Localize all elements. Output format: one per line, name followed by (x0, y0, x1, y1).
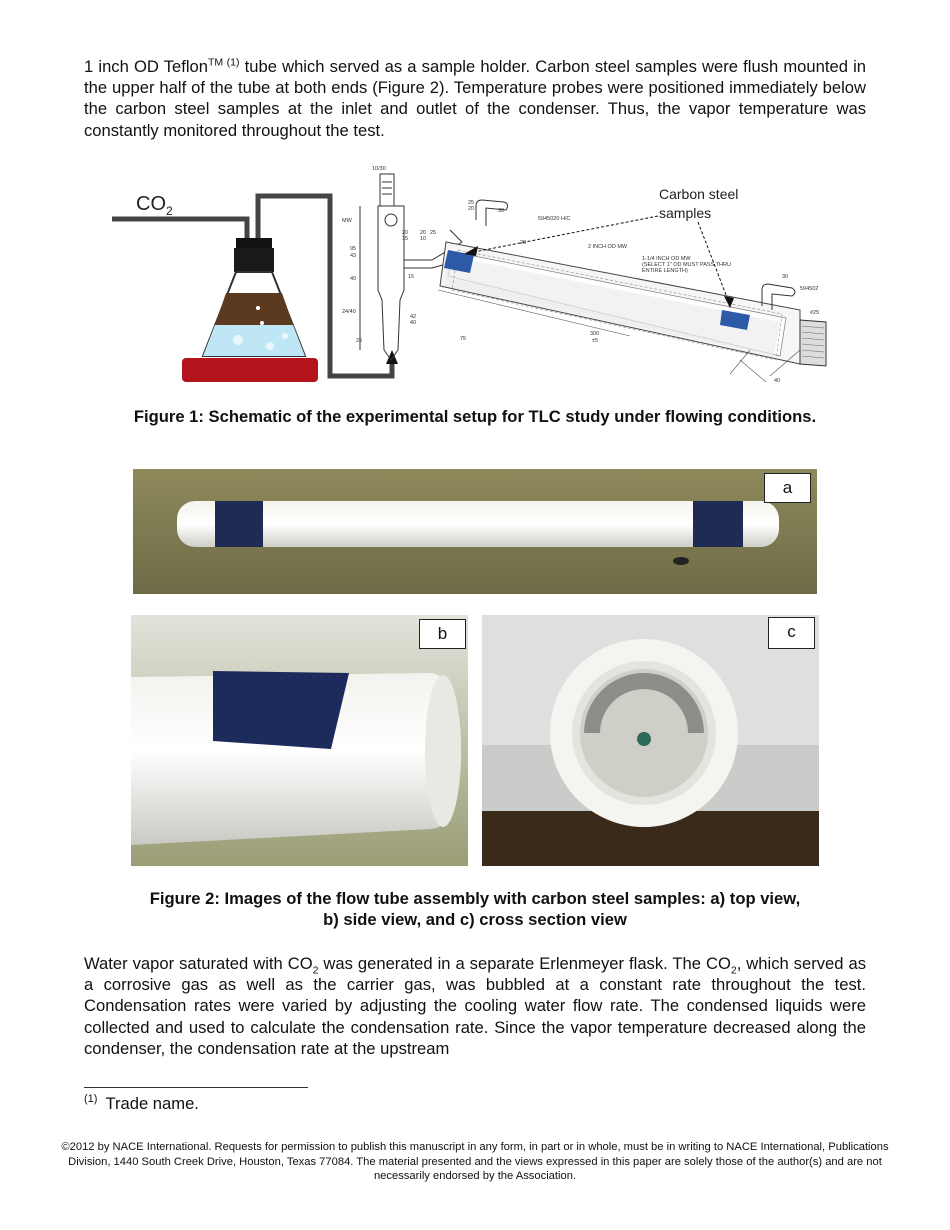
label-20b: 20 (420, 230, 426, 236)
label-od2: 2 INCH OD MW (588, 244, 628, 250)
carbon-steel-annotation: Carbon steel samples (464, 186, 738, 308)
footnote: (1) Trade name. (84, 1094, 199, 1114)
label-20a: 20 (402, 230, 408, 236)
label-40c: 40 (774, 378, 780, 384)
photo-label-c: c (768, 617, 815, 649)
label-25c: #25 (810, 310, 819, 316)
label-15: 15 (408, 274, 414, 280)
label-joint-top: 10/30 (372, 166, 386, 172)
condenser-drawing (431, 199, 827, 383)
intro-text-start: 1 inch OD Teflon (84, 57, 209, 76)
body-text-1: Water vapor saturated with CO (84, 954, 313, 973)
label-od114-line3: ENTIRE LENGTH) (642, 268, 688, 274)
trademark-superscript: TM (1) (208, 56, 240, 69)
label-joint-side: 24/40 (342, 309, 356, 315)
figure2-caption-line2: b) side view, and c) cross section view (323, 910, 627, 929)
body-text-3: , which served as a corrosive gas as wel… (84, 954, 866, 1058)
label-25b: 25 (468, 200, 474, 206)
sample-strip-inlet (444, 250, 474, 273)
copyright-notice: ©2012 by NACE International. Requests fo… (61, 1141, 889, 1183)
label-od114-line2: (SELECT 1" OD MUST PASS THRU (642, 262, 731, 268)
footnote-text: Trade name. (105, 1094, 199, 1113)
figure2-caption: Figure 2: Images of the flow tube assemb… (60, 888, 890, 930)
co2-label: CO2 (136, 193, 173, 218)
label-od114-line1: 1-1/4 INCH OD MW (642, 256, 691, 262)
subscript-2b: 2 (730, 964, 737, 977)
label-40: 40 (350, 276, 356, 282)
figure2-caption-line1: Figure 2: Images of the flow tube assemb… (149, 889, 801, 908)
photo-side-view: b (131, 615, 468, 866)
footnote-marker: (1) (84, 1093, 98, 1106)
label-part-no2: 594502 (800, 286, 818, 292)
photo-label-b: b (419, 619, 466, 649)
photo-label-a: a (764, 473, 811, 503)
label-42: 42 (410, 314, 416, 320)
erlenmeyer-flask-icon (201, 238, 307, 357)
figure1-caption: Figure 1: Schematic of the experimental … (133, 407, 817, 426)
label-25d: 25 (430, 230, 436, 236)
label-25: 25 (356, 338, 362, 344)
label-10: 10 (420, 236, 426, 242)
label-30: 30 (498, 208, 504, 214)
label-43: 43 (350, 253, 356, 259)
intro-paragraph: 1 inch OD TeflonTM (1) tube which served… (84, 56, 866, 141)
label-20c: 20 (468, 206, 474, 212)
footnote-divider (84, 1087, 308, 1088)
label-5: ±5 (592, 338, 598, 344)
label-15a: 15 (402, 236, 408, 242)
intro-text-rest: tube which served as a sample holder. Ca… (84, 57, 867, 140)
label-300: 300 (590, 331, 599, 337)
flow-arrow-icon (386, 350, 398, 364)
subscript-2a: 2 (312, 964, 319, 977)
adapter-drawing (359, 173, 432, 361)
sample-strip-outlet (720, 310, 750, 330)
photo-top-view: a (133, 469, 817, 594)
label-40b: 40 (410, 320, 416, 326)
co2-inlet-pipe (112, 216, 250, 252)
hot-plate (182, 358, 318, 382)
label-part-no: 5945020 H/C (538, 216, 570, 222)
vapor-outlet-pipe (255, 193, 395, 379)
label-75: 75 (460, 336, 466, 342)
annotation-line2: samples (659, 205, 711, 221)
body-text-2: was generated in a separate Erlenmeyer f… (318, 954, 731, 973)
label-mw: MW (342, 218, 353, 224)
label-20d: 20 (520, 240, 526, 246)
label-30b: 30 (782, 274, 788, 280)
photo-cross-section: c (482, 615, 819, 866)
body-paragraph: Water vapor saturated with CO2 was gener… (84, 953, 866, 1059)
figure1-schematic: CO2 10/30 MW 95 43 40 15 24/40 42 40 25 … (112, 166, 827, 384)
annotation-line1: Carbon steel (659, 186, 738, 202)
label-95: 95 (350, 246, 356, 252)
